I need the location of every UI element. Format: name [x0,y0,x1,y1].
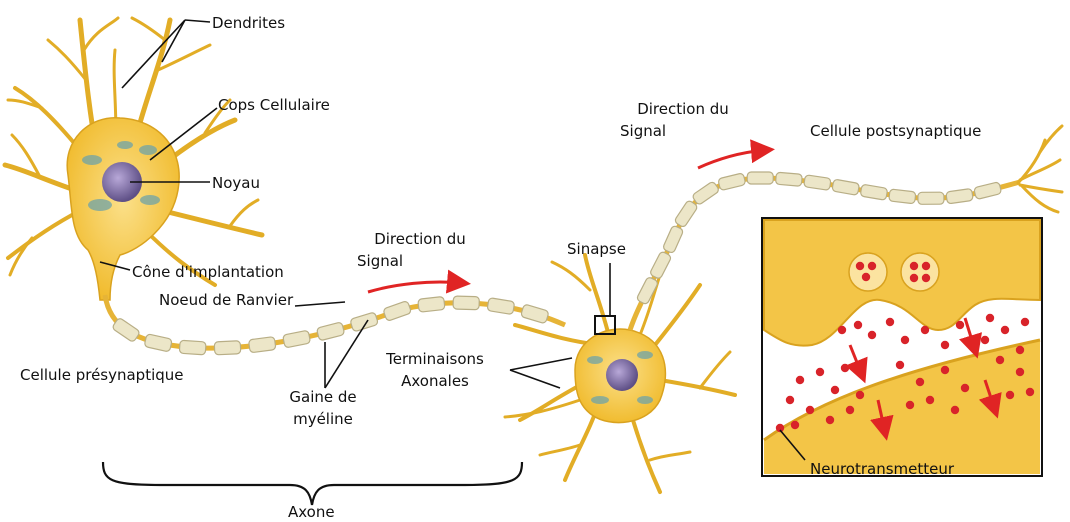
neurotransmitter-molecule [910,274,918,282]
neurotransmitter-molecule [906,401,914,409]
neurotransmitter-molecule [961,384,969,392]
myelin-segment [775,172,802,186]
neurotransmitter-molecule [826,416,834,424]
neurotransmitter-molecule [886,318,894,326]
label-nucleus: Noyau [212,174,260,193]
myelin-segment [918,192,944,204]
neurotransmitter-molecule [796,376,804,384]
label-postsynaptic-cell: Cellule postsynaptique [810,122,981,141]
myelin-segment [747,172,773,184]
neurotransmitter-molecule [831,386,839,394]
label-direction-right-line2: Signal [620,122,666,141]
myelin-segment [383,301,412,322]
neurotransmitter-molecule [841,364,849,372]
neurotransmitter-molecule [926,396,934,404]
postsynaptic-terminal-branches [1018,126,1062,212]
label-dendrites: Dendrites [212,14,285,33]
neurotransmitter-molecule [916,378,924,386]
myelin-segment [974,182,1002,200]
label-terminals-line1: Terminaisons [360,350,510,369]
neurotransmitter-molecule [986,314,994,322]
synapse-inset [762,218,1042,476]
myelin-segment [692,181,720,206]
neurotransmitter-molecule [854,321,862,329]
myelin-segment [487,298,515,315]
myelin-segment [946,188,973,204]
neurotransmitter-molecule [896,361,904,369]
label-cell-body: Cops Cellulaire [218,96,330,115]
myelin-segment [214,341,241,355]
label-myelin-line2: myéline [268,410,378,429]
neurotransmitter-molecule [856,262,864,270]
myelin-segment [316,322,344,341]
neurotransmitter-molecule [1021,318,1029,326]
postsynaptic-nucleus [606,359,638,391]
label-axon-hillock: Cône d'implantation [132,263,284,282]
neurotransmitter-molecule [846,406,854,414]
neurotransmitter-molecule [951,406,959,414]
myelin-segment [418,296,445,312]
myelin-segment [662,225,684,254]
myelin-segment [649,251,672,280]
leader-lines [100,20,610,388]
neurotransmitter-molecule [1026,388,1034,396]
myelin-segment [718,173,746,191]
label-terminals-line2: Axonales [360,372,510,391]
label-axon: Axone [288,503,335,522]
label-synapse: Sinapse [567,240,626,259]
neurotransmitter-molecule [1006,391,1014,399]
neurotransmitter-molecule [806,406,814,414]
neurotransmitter-molecule [941,341,949,349]
myelin-segment [832,179,860,195]
label-direction-left-line2: Signal [357,252,403,271]
neurotransmitter-molecule [921,326,929,334]
axon-brace [103,462,522,505]
neurotransmitter-molecule [941,366,949,374]
myelin-segment [453,296,479,310]
neurotransmitter-molecule [856,391,864,399]
neurotransmitter-molecule [1016,368,1024,376]
neurotransmitter-molecule [910,262,918,270]
myelin-segment [804,175,831,191]
myelin-segment [112,317,141,342]
neurotransmitter-molecule [838,326,846,334]
neurotransmitter-molecule [901,336,909,344]
neurotransmitter-molecule [816,368,824,376]
myelin-segment [248,337,275,353]
label-neurotransmitter: Neurotransmetteur [810,460,954,479]
neurotransmitter-molecule [922,262,930,270]
neurotransmitter-molecule [786,396,794,404]
neurotransmitter-molecule [981,336,989,344]
myelin-segment [179,340,206,355]
myelin-segment [889,189,916,204]
neurotransmitter-molecule [1016,346,1024,354]
myelin-segment [520,304,549,324]
myelin-segment [144,334,172,352]
neurotransmitter-molecule [868,331,876,339]
neurotransmitter-molecule [868,262,876,270]
neurotransmitter-molecule [1001,326,1009,334]
neurotransmitter-molecule [996,356,1004,364]
myelin-segment [860,184,888,200]
neurotransmitter-molecule [956,321,964,329]
neurotransmitter-molecule [922,274,930,282]
myelin-segment [283,330,311,348]
myelin-segment [350,312,379,332]
label-presynaptic-cell: Cellule présynaptique [20,366,184,385]
signal-arrow-left [368,282,462,292]
signal-arrow-right [698,150,766,168]
neurotransmitter-molecule [862,273,870,281]
label-direction-right-line1: Direction du [608,100,758,119]
label-node-ranvier: Noeud de Ranvier [159,291,293,310]
label-direction-left-line1: Direction du [345,230,495,249]
myelin-segment [674,200,698,228]
neurotransmitter-molecule [791,421,799,429]
